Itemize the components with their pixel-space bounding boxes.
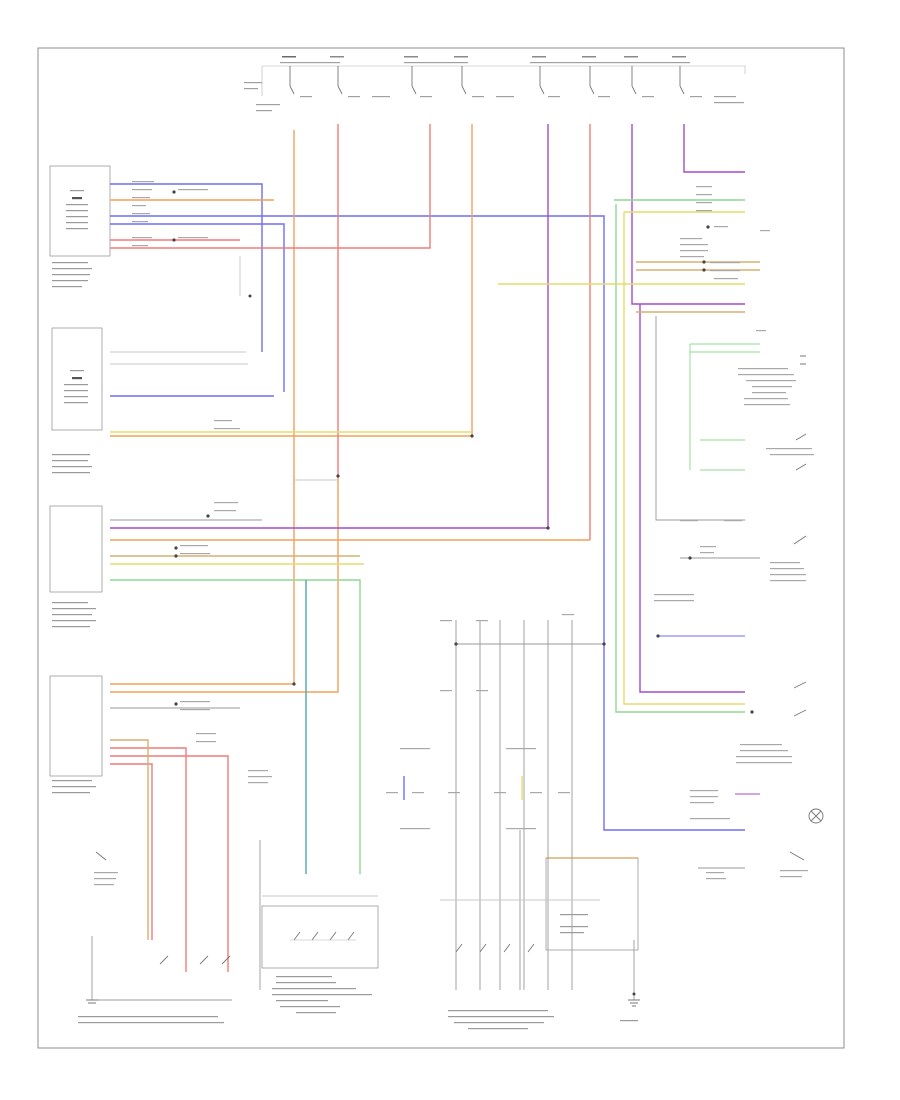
switch-symbols xyxy=(95,355,824,965)
left-control-module-lower xyxy=(49,505,103,628)
wire-yellow xyxy=(110,211,745,800)
diagram-frame xyxy=(37,47,845,1049)
center-switch-assembly xyxy=(261,905,379,1014)
wire-red xyxy=(110,124,591,972)
right-relay-box xyxy=(545,857,639,951)
ground-symbols xyxy=(86,294,640,1007)
left-control-module-top xyxy=(49,165,111,288)
annotation-marks xyxy=(94,181,814,886)
splice-dots xyxy=(172,190,754,714)
fuse-labels xyxy=(244,56,744,112)
left-control-module-bottom xyxy=(49,675,103,794)
wire-light-gray xyxy=(110,256,600,901)
wire-gray xyxy=(91,316,760,1001)
wire-green xyxy=(110,199,760,874)
wire-blue xyxy=(110,183,745,831)
left-control-module-mid xyxy=(51,327,103,474)
wire-orange xyxy=(110,124,590,693)
fuse-bank xyxy=(244,56,746,112)
bottom-left-labels xyxy=(78,1010,638,1030)
